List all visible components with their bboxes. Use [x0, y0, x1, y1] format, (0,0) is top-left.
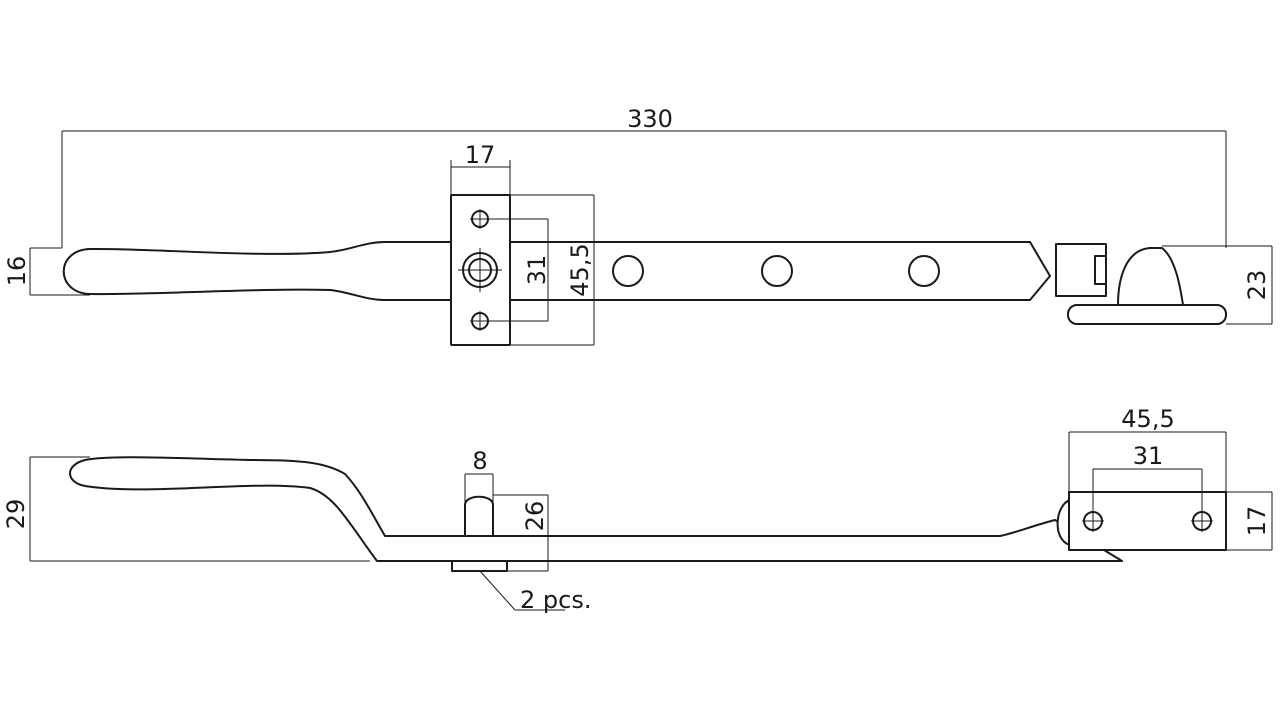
dim-bracket-width-label: 45,5	[1121, 405, 1174, 433]
side-bracket	[1056, 491, 1227, 551]
dim-plate-width: 17	[450, 141, 511, 195]
dim-plate-width-label: 17	[465, 141, 496, 169]
pin-quantity-callout: 2 pcs.	[479, 570, 591, 614]
dim-handle-height-label: 29	[2, 499, 30, 530]
arm-hole-3	[908, 255, 940, 287]
arm-hole-2	[761, 255, 793, 287]
dim-hole-spacing-label: 31	[523, 255, 551, 286]
dim-rest-height: 23	[1162, 245, 1273, 325]
dim-bracket-height-label: 17	[1243, 506, 1271, 537]
dim-bar-height-label: 16	[3, 256, 31, 287]
dim-bracket-height: 17	[1226, 491, 1273, 551]
side-arm	[69, 456, 1123, 562]
dim-rest-height-label: 23	[1243, 270, 1271, 301]
dim-bar-height: 16	[3, 247, 90, 296]
fixing-plate	[450, 194, 511, 346]
dim-hole-spacing: 31	[480, 218, 551, 322]
top-view: 330	[3, 105, 1273, 346]
pin	[451, 495, 508, 572]
pin-quantity-label: 2 pcs.	[520, 586, 591, 614]
dim-plate-height-label: 45,5	[566, 243, 594, 296]
dim-bracket-width: 45,5	[1068, 405, 1227, 492]
dim-bracket-hole-spacing-label: 31	[1133, 442, 1164, 470]
side-view: 29 8 26 2 pcs. 45,5	[2, 405, 1273, 614]
dim-pin-width: 8	[464, 447, 494, 505]
dim-pin-width-label: 8	[472, 447, 487, 475]
dim-bracket-hole-spacing: 31	[1092, 442, 1203, 521]
arm-hole-1	[612, 255, 644, 287]
stay-rest	[1055, 243, 1227, 325]
stay-arm	[62, 241, 1051, 301]
dim-overall-length-label: 330	[627, 105, 673, 133]
dim-handle-height: 29	[2, 456, 370, 562]
dim-pin-height: 26	[493, 494, 549, 572]
dim-pin-height-label: 26	[521, 501, 549, 532]
dim-overall-length: 330	[61, 105, 1227, 248]
dim-plate-height: 45,5	[510, 194, 595, 346]
